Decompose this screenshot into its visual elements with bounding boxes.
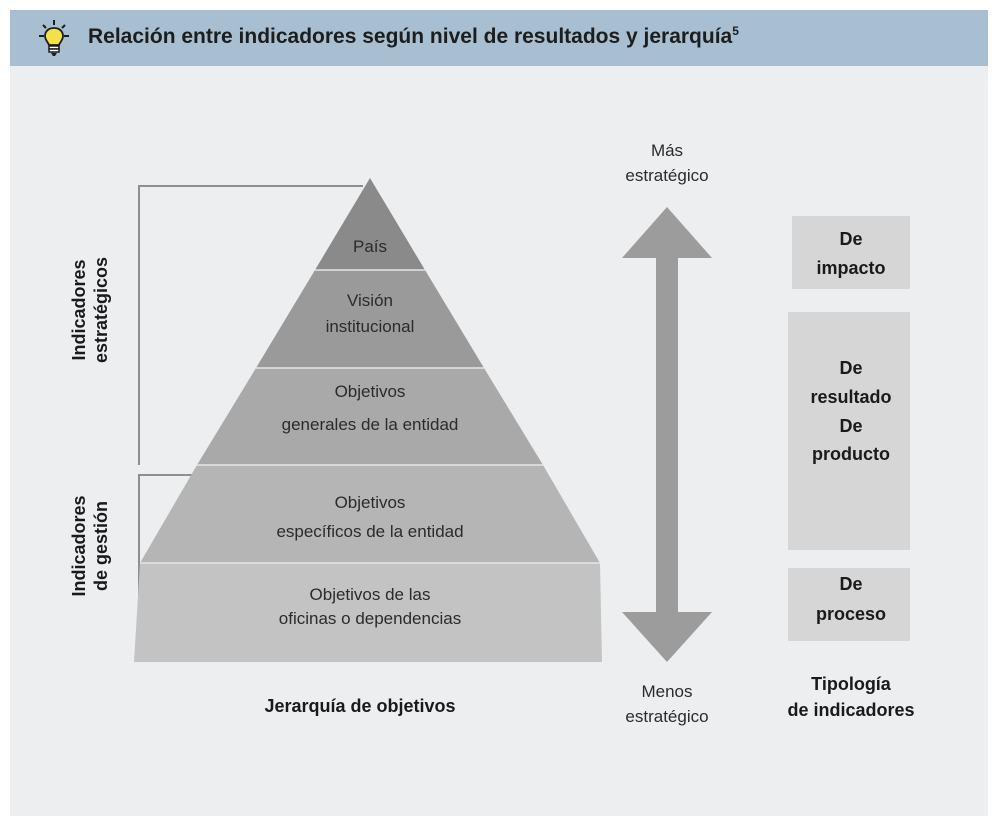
svg-text:Indicadores: Indicadores: [69, 495, 89, 596]
level-label: oficinas o dependencias: [279, 609, 461, 628]
svg-text:estratégicos: estratégicos: [91, 257, 111, 363]
typology-label: resultado: [810, 387, 891, 407]
typology-label: De: [839, 358, 862, 378]
strategic-bracket: [138, 185, 363, 465]
typology-label: impacto: [816, 258, 885, 278]
typology-caption: de indicadores: [787, 700, 914, 720]
svg-text:de gestión: de gestión: [91, 501, 111, 591]
level-label: Objetivos de las: [310, 585, 431, 604]
level-label: institucional: [326, 317, 415, 336]
figure-header: Relación entre indicadores según nivel d…: [10, 10, 988, 66]
figure-title: Relación entre indicadores según nivel d…: [88, 24, 739, 48]
level-label: País: [353, 237, 387, 256]
level-label: Objetivos: [335, 382, 406, 401]
arrow-bottom-label: estratégico: [625, 707, 708, 726]
double-arrow: [622, 207, 712, 662]
footnote-mark: 5: [732, 24, 739, 38]
management-label: Indicadores de gestión: [69, 495, 111, 596]
arrow-top-label: estratégico: [625, 166, 708, 185]
typology-caption: Tipología: [811, 674, 892, 694]
typology-label: producto: [812, 444, 890, 464]
svg-text:Indicadores: Indicadores: [69, 259, 89, 360]
typology-box-proceso: [788, 568, 910, 641]
pyramid-level-specific: [140, 465, 600, 563]
lightbulb-icon: [39, 20, 69, 56]
typology-box-resultado: [788, 312, 910, 550]
typology-label: De: [839, 416, 862, 436]
level-label: Objetivos: [335, 493, 406, 512]
arrow-bottom-label: Menos: [641, 682, 692, 701]
pyramid-level-vision: [256, 270, 484, 368]
typology-label: De: [839, 574, 862, 594]
strategic-label: Indicadores estratégicos: [69, 257, 111, 363]
pyramid-level-general: [197, 368, 543, 465]
typology-label: De: [839, 229, 862, 249]
pyramid-level-offices: [134, 563, 602, 662]
typology-label: proceso: [816, 604, 886, 624]
typology-box-impacto: [792, 216, 910, 289]
pyramid-level-pais: [315, 178, 425, 270]
pyramid-caption: Jerarquía de objetivos: [264, 696, 455, 716]
level-label: Visión: [347, 291, 393, 310]
arrow-top-label: Más: [651, 141, 683, 160]
level-label: generales de la entidad: [282, 415, 459, 434]
level-label: específicos de la entidad: [276, 522, 463, 541]
